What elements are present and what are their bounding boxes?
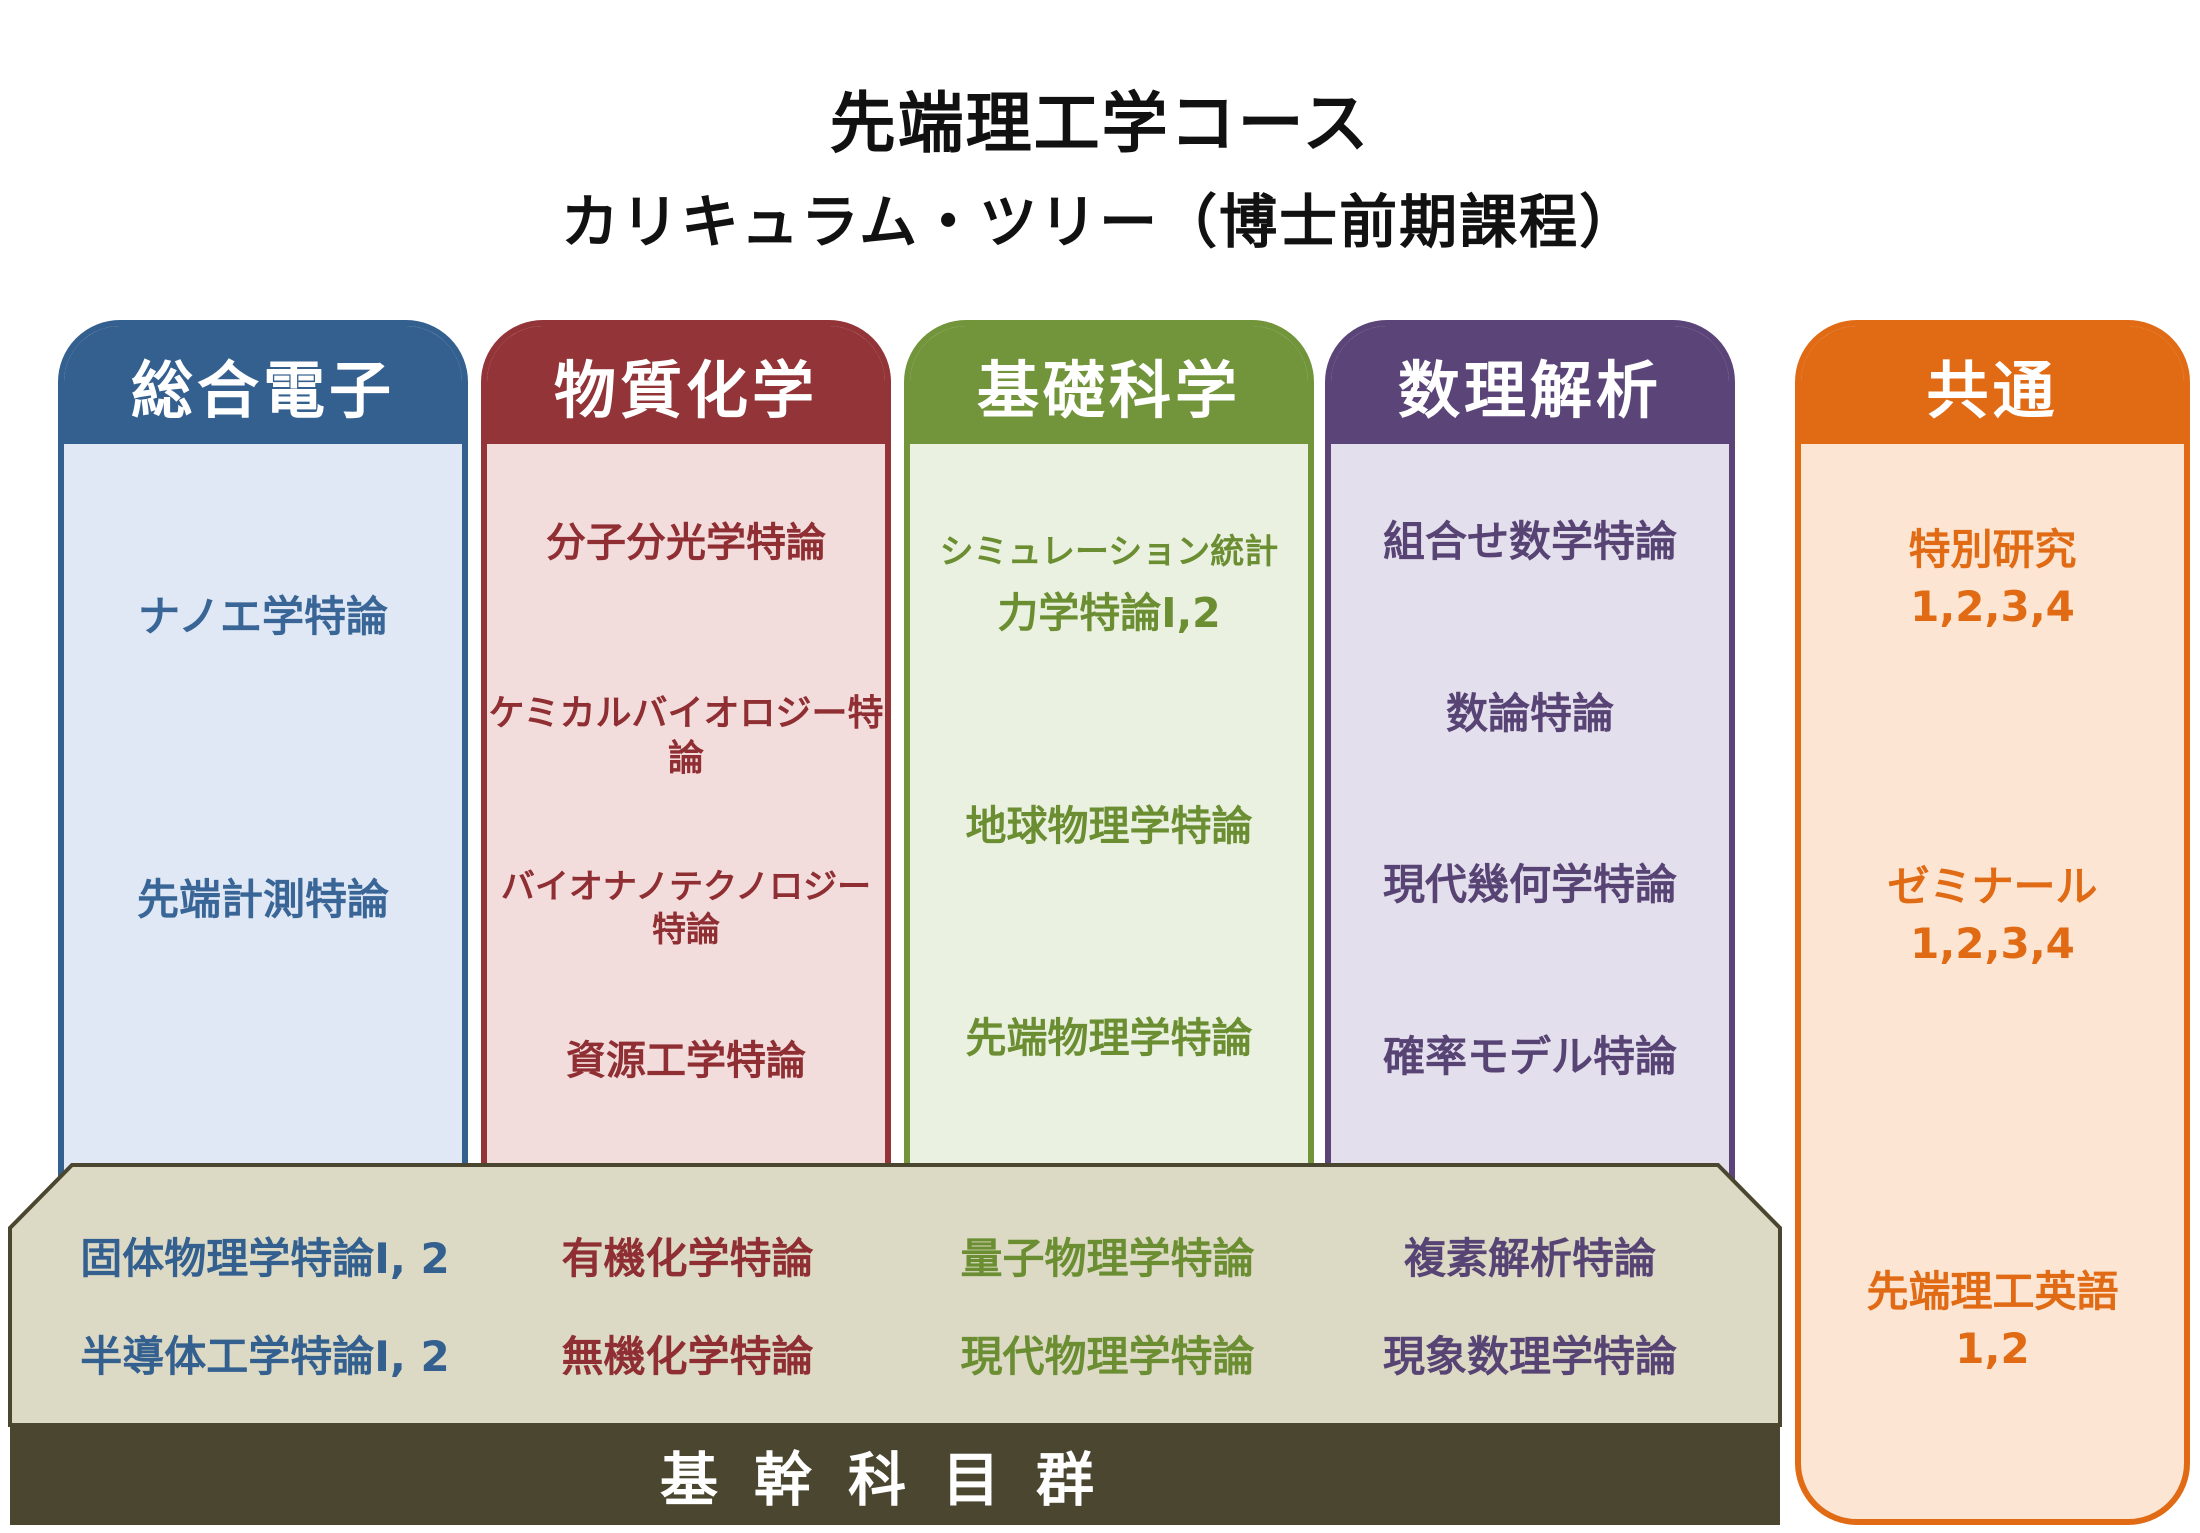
column-header: 共通 xyxy=(1801,326,2184,444)
core-subject: 無機化学特論 xyxy=(561,1332,814,1381)
core-label-band xyxy=(10,1425,1780,1525)
subject-item: 先端計測特論 xyxy=(136,875,389,924)
subject-item: ゼミナール xyxy=(1887,862,2098,911)
core-subject: 現代物理学特論 xyxy=(960,1332,1255,1381)
core-subject: 固体物理学特論Ⅰ, 2 xyxy=(80,1234,450,1283)
subject-item: 力学特論Ⅰ,2 xyxy=(997,589,1221,637)
core-subject: 有機化学特論 xyxy=(561,1234,814,1283)
core-group-label: 基幹科目群 xyxy=(659,1446,1130,1514)
core-subject: 半導体工学特論Ⅰ, 2 xyxy=(80,1332,450,1381)
core-subject: 現象数理学特論 xyxy=(1382,1332,1677,1381)
subject-item: 確率モデル特論 xyxy=(1382,1032,1677,1081)
core-subject: 複素解析特論 xyxy=(1403,1234,1656,1283)
subject-item: 1,2 xyxy=(1955,1324,2030,1373)
title-line-1: 先端理工学コース xyxy=(829,85,1371,162)
core-panel-shape xyxy=(8,1163,1782,1427)
column-header: 数理解析 xyxy=(1331,326,1729,444)
subject-item: 組合せ数学特論 xyxy=(1382,517,1677,566)
subject-item: ナノエ学特論 xyxy=(138,592,388,641)
subject-item: 1,2,3,4 xyxy=(1910,582,2075,631)
subject-item: シミュレーション統計 xyxy=(939,532,1279,572)
subject-item: 特別研究 xyxy=(1908,525,2077,574)
title-line-2: カリキュラム・ツリー（博士前期課程） xyxy=(560,188,1640,256)
subject-item: 資源工学特論 xyxy=(566,1038,806,1084)
core-subject: 量子物理学特論 xyxy=(960,1234,1255,1283)
subject-item: 先端理工英語 xyxy=(1866,1267,2119,1316)
subject-item: ケミカルバイオロジー特論 xyxy=(488,693,884,779)
column-kyotsu: 共通 特別研究 1,2,3,4 ゼミナール 1,2,3,4 先端理工英語 1,2 xyxy=(1795,320,2190,1525)
subject-item: 分子分光学特論 xyxy=(546,520,826,566)
subject-item: 1,2,3,4 xyxy=(1910,919,2075,968)
subject-item: バイオナノテクノロジー特論 xyxy=(500,867,872,950)
column-header: 総合電子 xyxy=(64,326,462,444)
column-header: 物質化学 xyxy=(487,326,885,444)
subject-item: 現代幾何学特論 xyxy=(1382,860,1677,909)
column-header: 基礎科学 xyxy=(910,326,1308,444)
subject-item: 地球物理学特論 xyxy=(965,802,1253,850)
subject-item: 数論特論 xyxy=(1445,689,1614,738)
subject-item: 先端物理学特論 xyxy=(965,1014,1253,1062)
